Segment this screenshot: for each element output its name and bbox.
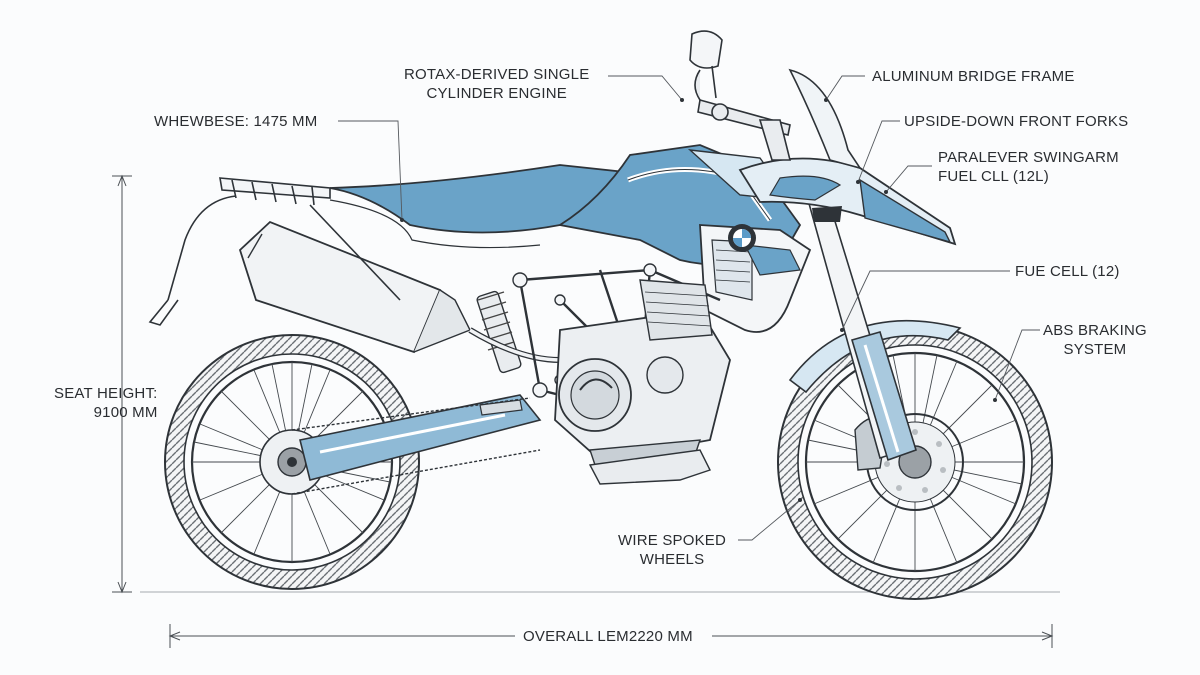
luggage-rack — [148, 177, 401, 326]
wheels-callout-line-2: WHEELS — [639, 551, 705, 568]
mirror — [689, 30, 723, 99]
forks-callout: UPSIDE-DOWN FRONT FORKS — [904, 113, 1129, 130]
wheelbase-callout: WHEWBESE: 1475 MM — [154, 113, 318, 130]
exhaust-muffler — [238, 220, 561, 363]
skid-plate — [588, 449, 711, 485]
rear-shock — [476, 290, 522, 374]
leader-dots — [400, 98, 997, 502]
footpeg — [479, 399, 523, 416]
front-forks — [806, 198, 917, 462]
abs-callout: ABS BRAKING SYSTEM — [1043, 321, 1147, 359]
swingarm — [299, 394, 542, 481]
swingarm-callout-line-1: PARALEVER SWINGARM — [938, 149, 1119, 166]
wheels-callout-line-1: WIRE SPOKED — [618, 532, 727, 549]
windscreen — [788, 68, 862, 170]
engine — [554, 279, 731, 481]
engine-callout: ROTAX-DERIVED SINGLE CYLINDER ENGINE — [404, 65, 589, 103]
seat-height-callout: SEAT HEIGHT: 9100 MM — [54, 384, 158, 422]
handlebar — [694, 69, 792, 161]
swingarm-callout: PARALEVER SWINGARM FUEL CLL (12L) — [938, 148, 1119, 186]
radiator-shroud — [699, 224, 812, 333]
callout-leaders — [338, 75, 1040, 541]
seat-height-callout-line-2: 9100 MM — [93, 404, 158, 421]
abs-callout-line-2: SYSTEM — [1063, 341, 1127, 358]
engine-callout-line-1: ROTAX-DERIVED SINGLE — [404, 66, 590, 83]
frame-callout: ALUMINUM BRIDGE FRAME — [872, 68, 1075, 85]
fuel-cell-callout: FUE CELL (12) — [1015, 263, 1120, 280]
abs-callout-line-1: ABS BRAKING — [1043, 322, 1147, 339]
engine-callout-line-2: CYLINDER ENGINE — [426, 85, 567, 102]
seat-height-dimension-line — [112, 174, 132, 594]
overall-length-dimension-line — [168, 624, 1054, 648]
overall-length-callout: OVERALL LEM2220 MM — [523, 628, 693, 645]
seat-height-callout-line-1: SEAT HEIGHT: — [54, 385, 158, 402]
swingarm-callout-line-2: FUEL CLL (12L) — [938, 168, 1049, 185]
bmw-roundel-icon — [728, 224, 756, 252]
wheels-callout: WIRE SPOKED WHEELS — [618, 531, 726, 569]
